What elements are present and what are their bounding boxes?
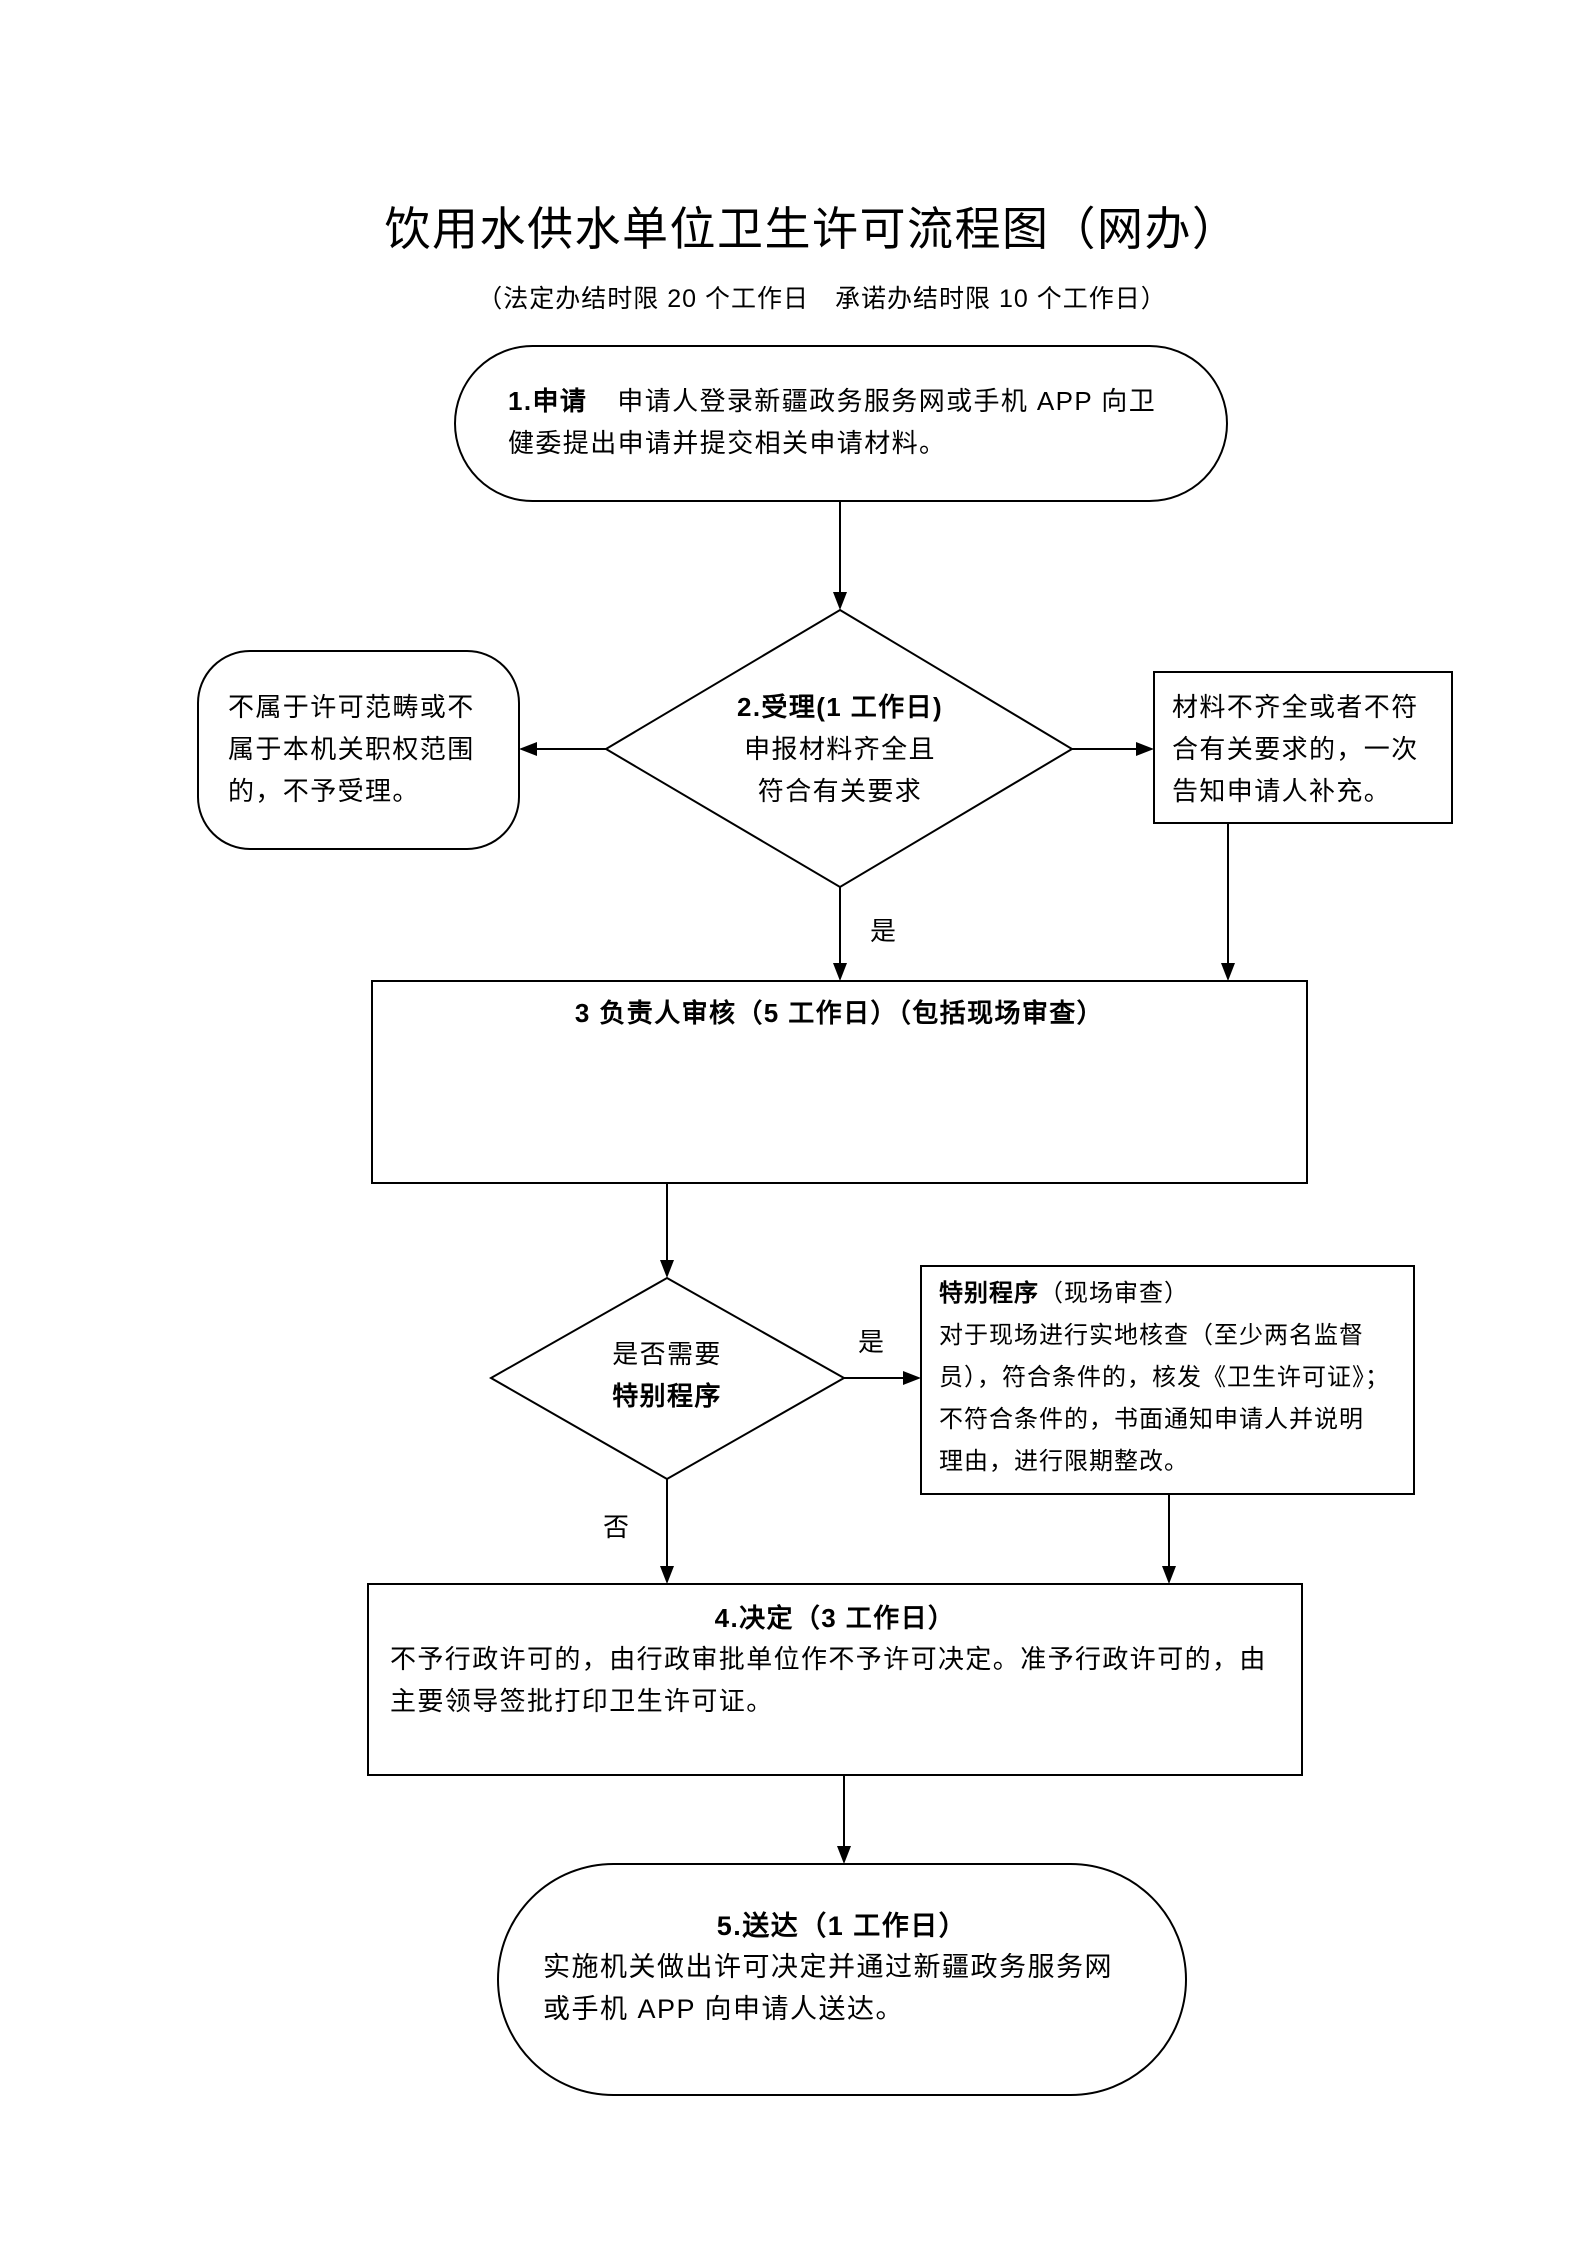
special-check-line: 特别程序 — [612, 1381, 722, 1411]
special-procedure-box — [920, 1265, 1415, 1495]
arrow-decision-to-delivery — [837, 1775, 851, 1864]
decision-text-line: 主要领导签批打印卫生许可证。 — [390, 1686, 774, 1716]
special-procedure-line: 员），符合条件的，核发《卫生许可证》； — [939, 1364, 1390, 1391]
reject-text-line: 不属于许可范畴或不 — [228, 692, 475, 722]
supplement-text-line: 材料不齐全或者不符 — [1172, 692, 1419, 722]
special-yes-label: 是 — [858, 1327, 886, 1357]
reject-text-line: 属于本机关职权范围 — [228, 734, 475, 764]
delivery-text-line: 实施机关做出许可决定并通过新疆政务服务网 — [543, 1952, 1113, 1982]
special-procedure-title-note: （现场审查） — [1039, 1280, 1189, 1307]
special-check-text: 是否需要 特别程序 — [540, 1333, 794, 1417]
accept-text: 2.受理(1 工作日) 申报材料齐全且 符合有关要求 — [640, 686, 1040, 812]
delivery-text: 实施机关做出许可决定并通过新疆政务服务网 或手机 APP 向申请人送达。 — [543, 1946, 1113, 2030]
arrow-supplement-to-review — [1221, 823, 1235, 981]
page-title: 饮用水供水单位卫生许可流程图（网办） — [384, 204, 1240, 255]
review-box — [371, 980, 1308, 1184]
accept-title: 2.受理(1 工作日) — [736, 692, 944, 722]
apply-step-label: 1.申请 — [508, 386, 588, 416]
special-procedure-text: 特别程序（现场审查） 对于现场进行实地核查（至少两名监督 员），符合条件的，核发… — [939, 1273, 1390, 1483]
special-procedure-line: 对于现场进行实地核查（至少两名监督 — [939, 1322, 1364, 1349]
special-procedure-line: 不符合条件的，书面通知申请人并说明 — [939, 1406, 1364, 1433]
decision-text-line: 不予行政许可的，由行政审批单位作不予许可决定。准予行政许可的，由 — [390, 1644, 1267, 1674]
supplement-text-line: 告知申请人补充。 — [1172, 776, 1392, 806]
reject-box — [197, 650, 520, 850]
special-no-label: 否 — [603, 1512, 631, 1542]
decision-box — [367, 1583, 1303, 1776]
arrow-special-check-to-decision — [660, 1479, 674, 1584]
apply-text-line: 申请人登录新疆政务服务网或手机 APP 向卫 — [617, 386, 1157, 416]
delivery-oval — [497, 1863, 1187, 2096]
arrow-special-check-to-special-procedure — [844, 1371, 921, 1385]
delivery-title: 5.送达（1 工作日） — [716, 1911, 968, 1941]
reject-text: 不属于许可范畴或不 属于本机关职权范围 的，不予受理。 — [228, 686, 475, 812]
arrow-special-procedure-to-decision — [1162, 1494, 1176, 1584]
supplement-text: 材料不齐全或者不符 合有关要求的，一次 告知申请人补充。 — [1172, 686, 1419, 812]
special-check-line: 是否需要 — [612, 1339, 722, 1369]
special-procedure-title: 特别程序 — [939, 1280, 1039, 1307]
supplement-text-line: 合有关要求的，一次 — [1172, 734, 1419, 764]
arrow-review-to-special-check — [660, 1183, 674, 1278]
arrow-apply-to-accept — [833, 501, 847, 610]
arrow-accept-to-reject — [519, 742, 606, 756]
arrow-accept-to-review — [833, 887, 847, 981]
page-subtitle: （法定办结时限 20 个工作日 承诺办结时限 10 个工作日） — [477, 285, 1167, 313]
special-procedure-heading: 特别程序（现场审查） — [939, 1273, 1390, 1315]
review-title: 3 负责人审核（5 工作日）（包括现场审查） — [574, 998, 1105, 1028]
apply-text: 1.申请申请人登录新疆政务服务网或手机 APP 向卫 健委提出申请并提交相关申请… — [508, 380, 1156, 464]
special-procedure-line: 理由，进行限期整改。 — [939, 1448, 1189, 1475]
reject-text-line: 的，不予受理。 — [228, 776, 420, 806]
accept-text-line: 符合有关要求 — [757, 776, 923, 806]
delivery-text-line: 或手机 APP 向申请人送达。 — [543, 1994, 905, 2024]
accept-text-line: 申报材料齐全且 — [744, 734, 936, 764]
supplement-box — [1153, 671, 1453, 824]
decision-title: 4.决定（3 工作日） — [714, 1603, 956, 1633]
decision-text: 不予行政许可的，由行政审批单位作不予许可决定。准予行政许可的，由 主要领导签批打… — [390, 1638, 1267, 1722]
apply-line-1: 1.申请申请人登录新疆政务服务网或手机 APP 向卫 — [508, 380, 1156, 422]
apply-text-line: 健委提出申请并提交相关申请材料。 — [508, 428, 947, 458]
arrow-accept-to-supplement — [1072, 742, 1154, 756]
accept-yes-label: 是 — [870, 916, 898, 946]
